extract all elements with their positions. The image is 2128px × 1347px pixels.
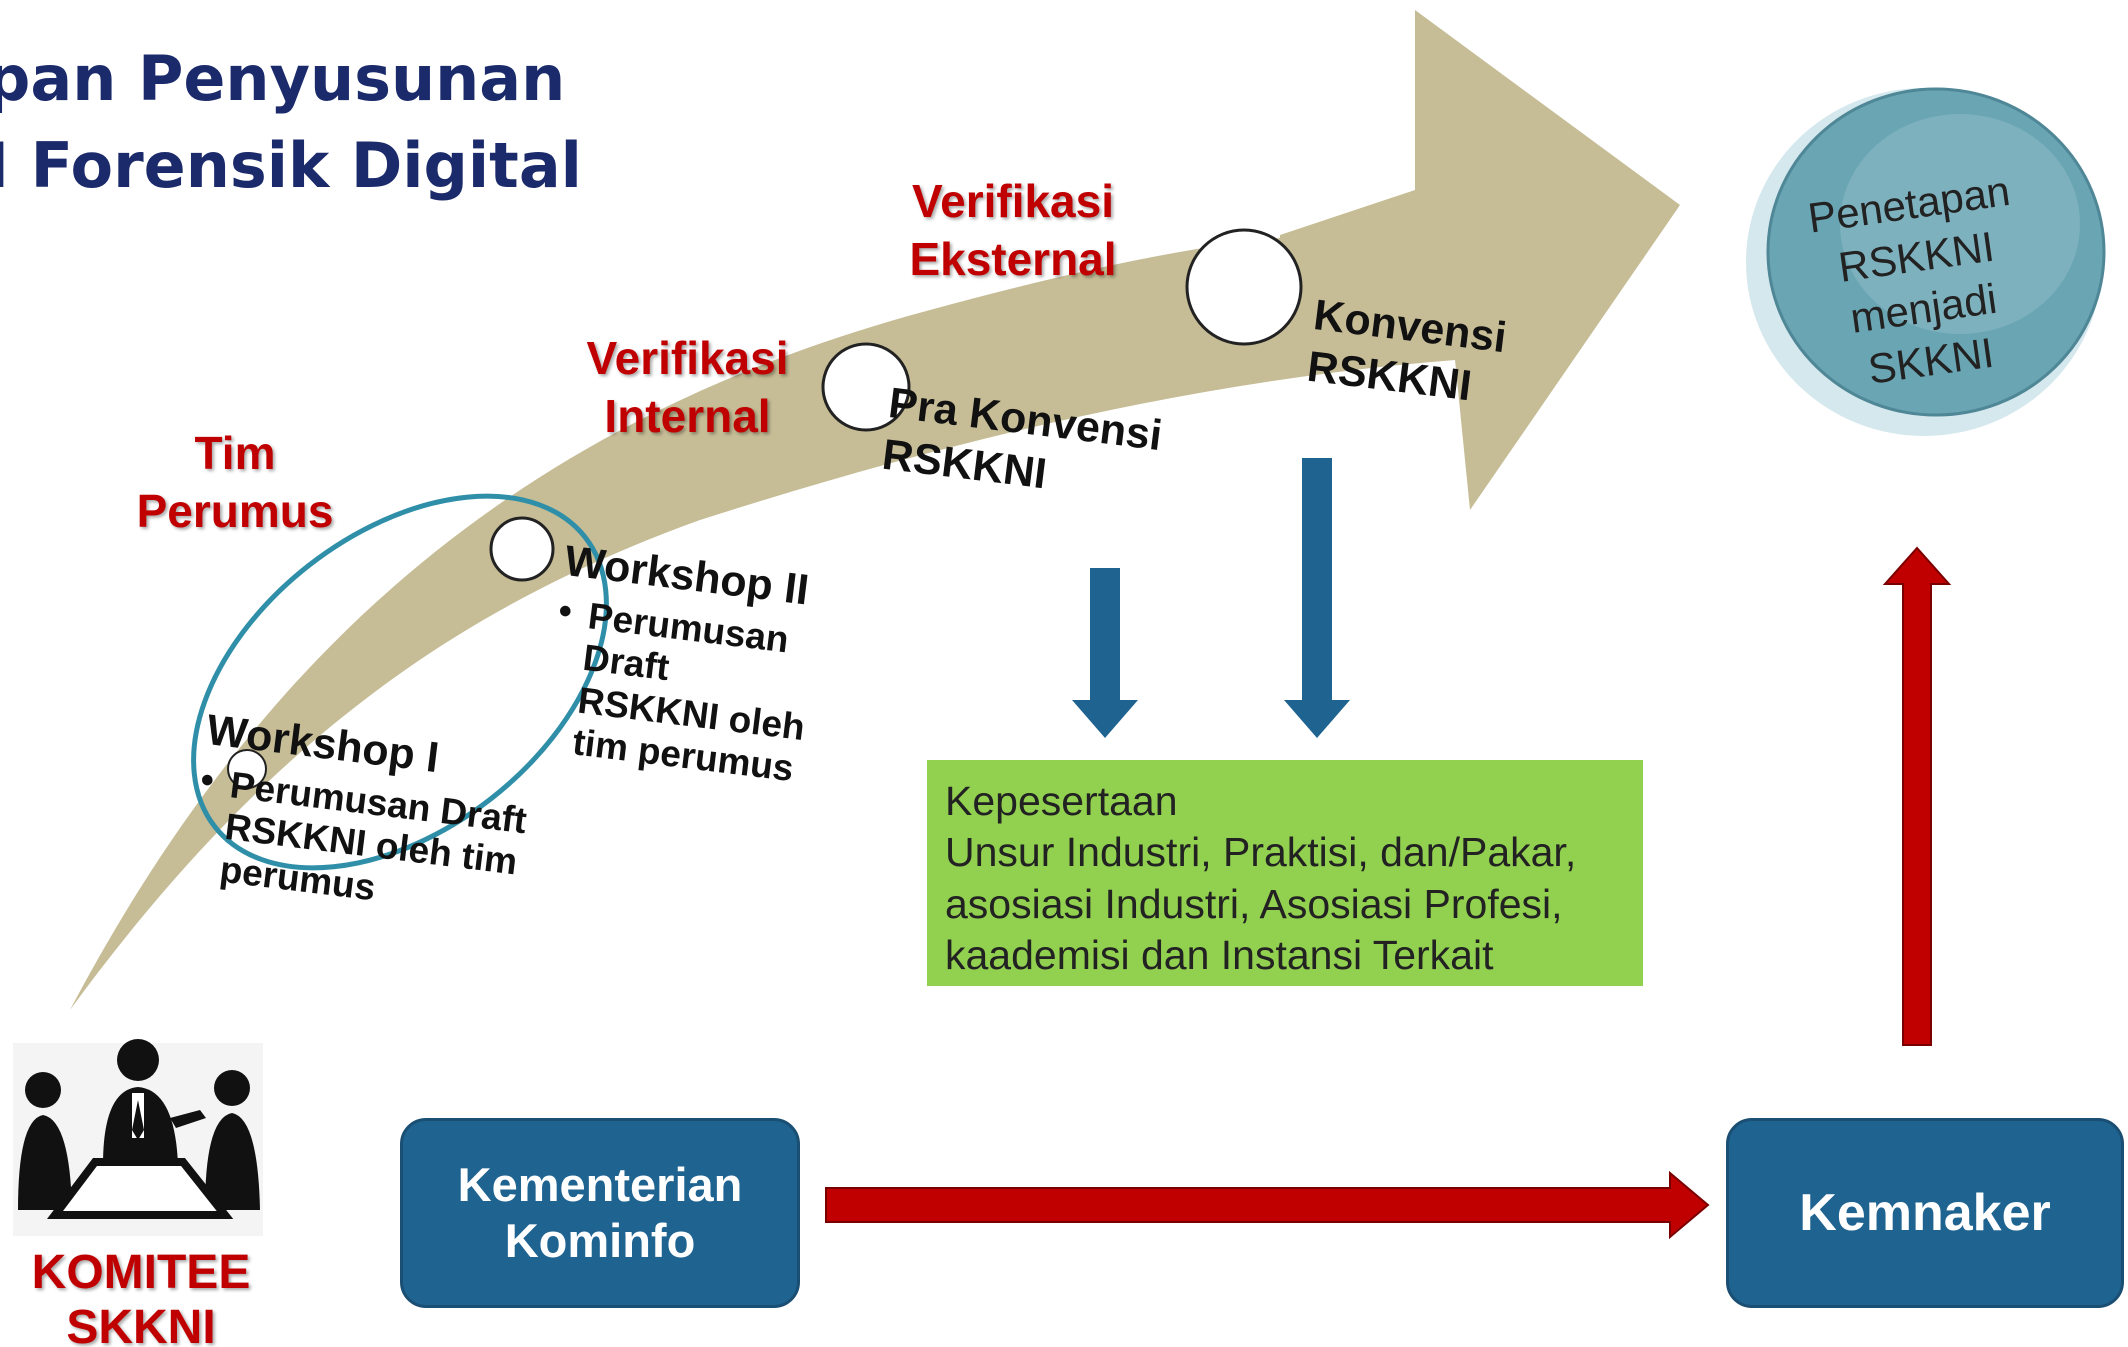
- kemnaker-to-penetapan-arrow: [1882, 546, 1952, 1046]
- kominfo-to-kemnaker-arrow: [825, 1170, 1710, 1240]
- participants-heading: Kepesertaan: [945, 778, 1178, 824]
- step-workshop-2-bullet: Perumusan Draft RSKKNI oleh tim perumus: [570, 595, 817, 792]
- page-title-line-1: pan Penyusunan: [0, 42, 566, 115]
- penetapan-disc-highlight: [1840, 114, 2080, 334]
- meeting-people-icon: [13, 1039, 263, 1236]
- participants-line: Unsur Industri, Praktisi, dan/Pakar,: [945, 829, 1577, 876]
- milestone-circle-workshop-2: [489, 516, 555, 582]
- down-arrow-pra-konvensi: [1072, 568, 1138, 738]
- step-workshop-2: Workshop II Perumusan Draft RSKKNI oleh …: [540, 536, 824, 792]
- komitee-label: KOMITEE SKKNI: [31, 1246, 251, 1347]
- down-arrow-konvensi: [1284, 458, 1350, 738]
- kominfo-box: Kementerian Kominfo: [400, 1118, 800, 1308]
- milestone-circle-pra-konvensi: [821, 342, 911, 432]
- milestone-circle-konvensi: [1185, 228, 1303, 346]
- participants-box: Kepesertaan Unsur Industri, Praktisi, da…: [927, 760, 1643, 986]
- page-title-line-2: I Forensik Digital: [0, 129, 582, 202]
- kemnaker-box: Kemnaker: [1726, 1118, 2124, 1308]
- penetapan-label: Penetapan RSKKNI menjadi SKKNI: [1805, 166, 2013, 393]
- participants-line: asosiasi Industri, Asosiasi Profesi,: [945, 880, 1563, 927]
- participants-line: kaademisi dan Instansi Terkait: [945, 931, 1494, 978]
